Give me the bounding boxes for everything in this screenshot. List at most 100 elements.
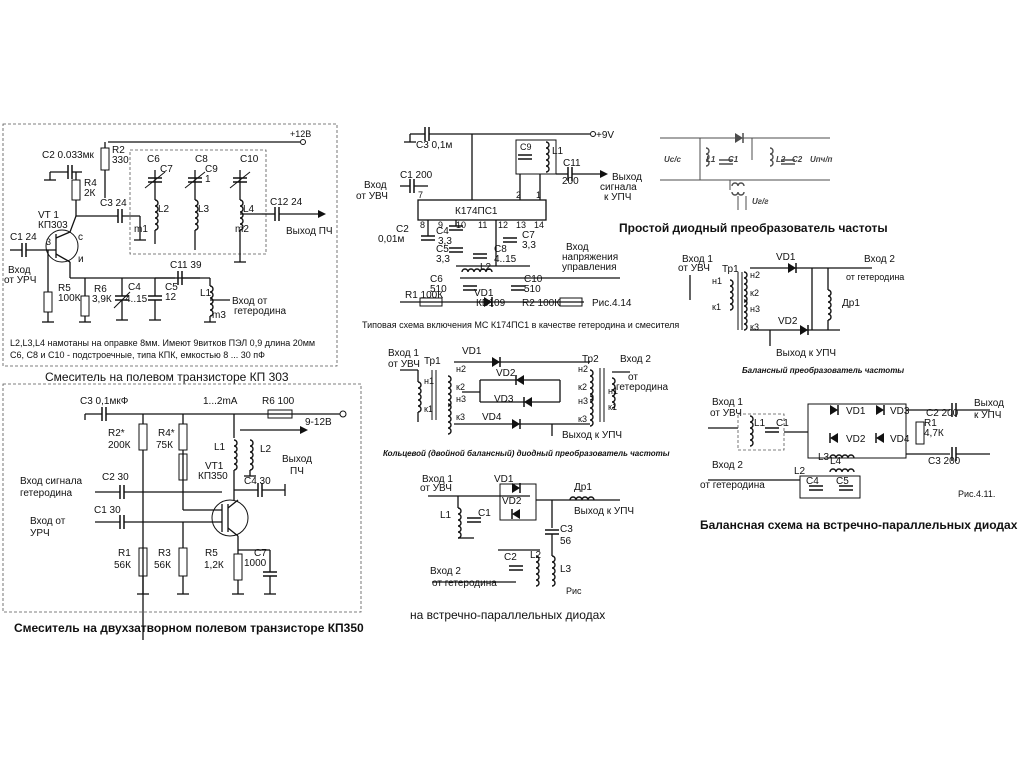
kp350-vt1-type: КП350 xyxy=(198,471,228,482)
kp350-ma: 1...2mA xyxy=(203,396,238,407)
kp303-caption: Смеситель на полевом транзисторе КП 303 xyxy=(45,370,289,384)
k174-c6: C6 xyxy=(430,274,443,285)
apb-in2: Вход 2 xyxy=(712,460,743,471)
ring-in2b: от xyxy=(628,372,638,383)
ring-n1b: н1 xyxy=(608,386,618,396)
ring-k2b: к2 xyxy=(578,382,587,392)
ring-k1b: к1 xyxy=(608,402,617,412)
bal-dr1: Др1 xyxy=(842,298,860,309)
k174-out-label2: сигнала xyxy=(600,182,637,193)
ring-n2b: н2 xyxy=(578,364,588,374)
kp303-input-label2: от УРЧ xyxy=(4,275,36,286)
k174-in-label1: Вход xyxy=(364,180,387,191)
kp303-filter-box xyxy=(129,149,267,255)
k174-ctl-label1: Вход xyxy=(566,242,589,253)
k174-pin13: 13 xyxy=(516,220,526,230)
apb-c5: C5 xyxy=(836,476,849,487)
kp303-l4: L4 xyxy=(243,204,255,215)
simple-c1: C1 xyxy=(728,155,739,164)
kp350-c1: C1 30 xyxy=(94,505,121,516)
apb-fig: Рис.4.11. xyxy=(958,489,995,499)
simple-right: Uпч/п xyxy=(810,155,833,164)
bal-k1: к1 xyxy=(712,302,721,312)
apb-c3: C3 200 xyxy=(928,456,961,467)
kp303-c4: C4 xyxy=(128,282,141,293)
kp303-r6: R6 xyxy=(94,284,107,295)
kp350-c7: C7 xyxy=(254,548,267,559)
kp350-r6: R6 100 xyxy=(262,396,295,407)
apb-out1: Выход xyxy=(974,398,1004,409)
apb-r1v: 4,7К xyxy=(924,428,944,439)
apb-l1: L1 xyxy=(754,418,766,429)
ap-c3v: 56 xyxy=(560,536,572,547)
bal-in2: Вход 2 xyxy=(864,254,895,265)
kp303-l3: L3 xyxy=(198,204,210,215)
apb-c1: C1 xyxy=(776,418,789,429)
k174-l2: L2 xyxy=(480,262,492,273)
balance-caption: Балансный преобразователь частоты xyxy=(742,366,904,375)
k174-c8-value: 4..15 xyxy=(494,254,517,265)
antipar-caption: на встречно-параллельных диодах xyxy=(410,608,605,622)
bal-in1: Вход 1 xyxy=(682,254,713,265)
simple-l2: L2 xyxy=(776,155,786,164)
kp350-vt1: VT1 xyxy=(205,461,224,472)
kp303-r4-value: 2К xyxy=(84,188,96,199)
kp350-c4: C4 30 xyxy=(244,476,271,487)
ring-k3: к3 xyxy=(456,412,465,422)
kp350-het-label1: Вход сигнала xyxy=(20,476,83,487)
k174-c1: C1 200 xyxy=(400,170,433,181)
kp350-c3: C3 0,1мкФ xyxy=(80,396,129,407)
kp303-c6: C6 xyxy=(147,154,160,165)
ap-out: Выход к УПЧ xyxy=(574,506,634,517)
ap-c1: C1 xyxy=(478,508,491,519)
kp303-m1: m1 xyxy=(134,224,148,235)
ap-l1: L1 xyxy=(440,510,452,521)
k174-r1: R1 100К xyxy=(405,290,443,301)
k174-c7: C7 xyxy=(522,230,535,241)
simple-c2: C2 xyxy=(792,155,803,164)
k174-c8: C8 xyxy=(494,244,507,255)
ring-k3b: к3 xyxy=(578,414,587,424)
kp303-pin-c: с xyxy=(78,232,83,243)
kp303-note2: С6, С8 и С10 - подстроечные, типа КПК, е… xyxy=(10,350,265,360)
k174-pin2: 2 xyxy=(516,190,521,200)
kp303-vt1: VT 1 xyxy=(38,210,59,221)
apb-in1: Вход 1 xyxy=(712,397,743,408)
k174-caption: Типовая схема включения МС К174ПС1 в кач… xyxy=(362,320,679,330)
k174-pin12: 12 xyxy=(498,220,508,230)
kp350-r2: R2* xyxy=(108,428,125,439)
ring-tr2: Тр2 xyxy=(582,354,599,365)
kp303-vdd: +12В xyxy=(290,129,311,139)
antipar-circuit: Вход 1 от УВЧ VD1 VD2 Др1 Выход к УПЧ L1… xyxy=(420,474,634,596)
antipar-bal-caption: Балансная схема на встречно-параллельных… xyxy=(700,518,1018,532)
kp303-c9: C9 xyxy=(205,164,218,175)
kp303-frame xyxy=(2,123,338,367)
kp303-c3: C3 24 xyxy=(100,198,127,209)
kp303-c7: C7 xyxy=(160,164,173,175)
kp303-het-label1: Вход от xyxy=(232,296,268,307)
ring-in2c: гетеродина xyxy=(616,382,669,393)
kp303-c5-value: 12 xyxy=(165,292,177,303)
ring-tr1: Тр1 xyxy=(424,356,441,367)
kp303-r2: R2 xyxy=(112,145,125,156)
k174-vd1: VD1 xyxy=(474,288,494,299)
ap-c3: C3 xyxy=(560,524,573,535)
kp303-c8: C8 xyxy=(195,154,208,165)
apb-c4: C4 xyxy=(806,476,819,487)
k174-c5: C5 xyxy=(436,244,449,255)
kp303-m2: m2 xyxy=(235,224,249,235)
k174-r2: R2 100К xyxy=(522,298,560,309)
ap-in1b: от УВЧ xyxy=(420,483,452,494)
kp350-in-label1: Вход от xyxy=(30,516,66,527)
kp303-transistor xyxy=(45,229,79,263)
k174-c9: C9 xyxy=(520,142,532,152)
k174-pin10: 10 xyxy=(456,220,466,230)
kp350-frame xyxy=(2,383,362,613)
ap-l2: L2 xyxy=(530,550,542,561)
k174-c11-value: 200 xyxy=(562,176,579,187)
kp303-vt1-type: КП303 xyxy=(38,220,68,231)
k174-vd1-type: КВ109 xyxy=(476,298,506,309)
kp303-r4: R4 xyxy=(84,178,97,189)
kp303-mixer: +12В R2 330 C2 0.033мк R4 2К C3 24 VT 1 … xyxy=(2,123,338,367)
